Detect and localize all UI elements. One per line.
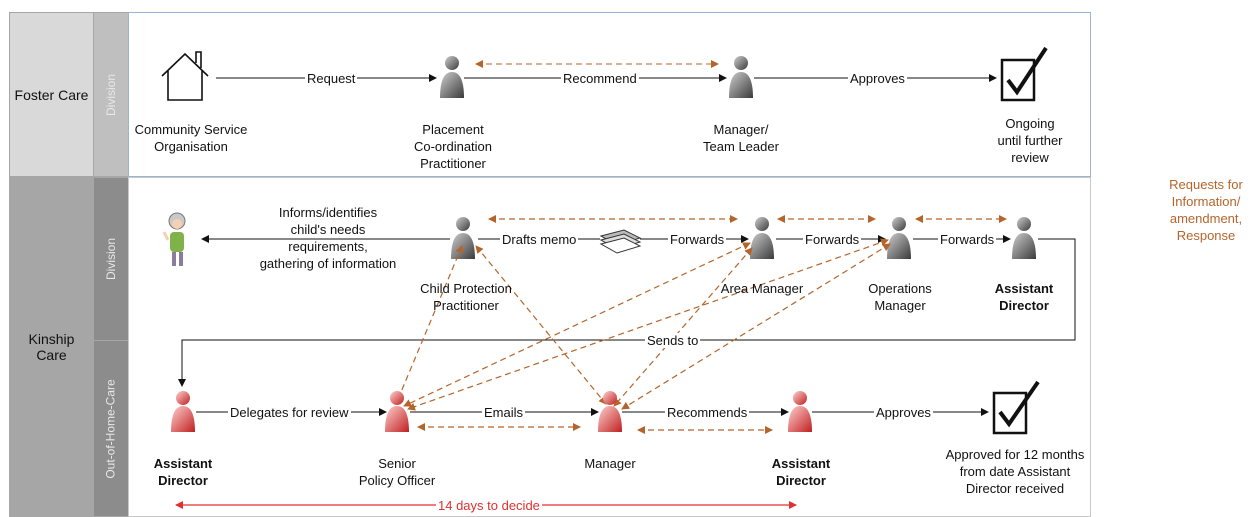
edge-label-approves-foster: Approves <box>848 71 907 86</box>
timeline-label: 14 days to decide <box>436 498 542 513</box>
edge-label-emails: Emails <box>482 405 526 420</box>
person-icon-child-protection <box>451 217 475 259</box>
node-label-community-service-org: Community Service Organisation <box>134 122 248 154</box>
informs-identifies-text: Informs/identifies child's needs require… <box>259 205 397 271</box>
edge-label-approves-ohc: Approves <box>874 405 933 420</box>
memo-documents-icon <box>599 229 642 254</box>
node-label-operations-manager: Operations Manager <box>868 281 932 313</box>
person-icon-senior-policy-officer <box>385 391 409 432</box>
person-icon-manager-ohc <box>598 391 622 432</box>
lane-title-kinship-care-text: Kinship Care <box>28 331 75 363</box>
house-icon <box>161 51 209 101</box>
checkbox-icon-ohc <box>992 380 1040 435</box>
edge-label-drafts-memo: Drafts memo <box>500 232 579 247</box>
lane-title-foster-care-text: Foster Care <box>14 86 89 103</box>
person-icon-area-manager <box>750 217 774 259</box>
node-label-placement-coordination: Placement Co-ordination Practitioner <box>413 122 493 171</box>
node-label-child-protection: Child Protection Practitioner <box>420 281 512 313</box>
lane-sub-ohc: Out-of-Home-Care <box>93 340 129 517</box>
node-label-assistant-director-ohc-1: Assistant Director <box>153 456 213 488</box>
legend-dashed-meaning: Requests for Information/ amendment, Res… <box>1169 177 1243 243</box>
lane-body-foster <box>128 12 1091 177</box>
checkbox-icon-foster <box>1000 46 1048 102</box>
node-label-ongoing-review: Ongoing until further review <box>997 116 1063 165</box>
lane-title-foster-care: Foster Care <box>9 12 94 177</box>
node-label-senior-policy-officer: Senior Policy Officer <box>358 456 436 488</box>
node-label-manager-ohc: Manager <box>584 456 636 471</box>
person-icon-assistant-director-ohc-2 <box>788 391 812 432</box>
node-label-assistant-director-ohc-2: Assistant Director <box>771 456 831 488</box>
person-icon-manager-team-leader <box>729 56 753 98</box>
edge-label-recommends: Recommends <box>665 405 750 420</box>
person-icon-assistant-director-division <box>1012 217 1036 259</box>
edge-label-forwards-3: Forwards <box>938 232 997 247</box>
lane-sub-division-foster: Division <box>93 12 129 177</box>
edge-label-forwards-2: Forwards <box>803 232 862 247</box>
person-icon-operations-manager <box>887 217 911 259</box>
edge-label-request: Request <box>305 71 358 86</box>
node-label-approved-12-months: Approved for 12 months from date Assista… <box>945 447 1085 496</box>
grandparent-icon <box>162 212 186 266</box>
node-label-manager-team-leader: Manager/ Team Leader <box>703 122 779 154</box>
edge-label-recommend: Recommend <box>561 71 639 86</box>
person-icon-placement <box>440 56 464 98</box>
dashed-request-arrows <box>395 215 1007 434</box>
person-icon-assistant-director-ohc-1 <box>171 391 195 432</box>
lane-title-kinship-care: Kinship Care <box>9 177 94 517</box>
edge-label-forwards-1: Forwards <box>668 232 727 247</box>
node-label-assistant-director-division: Assistant Director <box>994 281 1054 313</box>
edge-label-sends-to: Sends to <box>645 333 701 348</box>
edge-label-delegates: Delegates for review <box>228 405 351 420</box>
node-label-area-manager: Area Manager <box>720 281 804 296</box>
